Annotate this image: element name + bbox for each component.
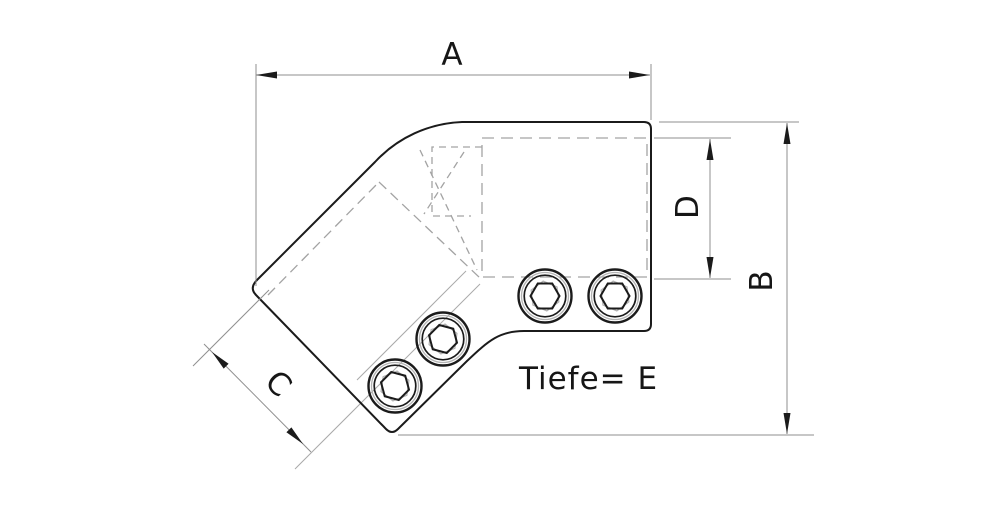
dimension-d-label: D (670, 195, 706, 219)
dimension-b: B (398, 121, 814, 436)
dimension-a-label: A (441, 37, 462, 73)
dimension-b-label: B (744, 270, 780, 291)
dimension-c-label: C (258, 364, 299, 405)
dimension-a: A (255, 37, 652, 286)
socket-screw-right-2 (587, 268, 643, 324)
dim-d-arrow-top (706, 139, 714, 160)
dimension-c: C (192, 289, 312, 453)
dim-c-arrow-upper (212, 352, 229, 369)
dim-b-arrow-top (783, 123, 791, 144)
dim-c-arrow-lower (286, 427, 303, 444)
construction-lines (294, 270, 481, 470)
drill-cone-line-2 (423, 151, 465, 215)
bore-shoulder-line (378, 181, 481, 279)
dim-b-arrow-bottom (783, 413, 791, 434)
angled-bore-extension-2 (356, 270, 467, 381)
horizontal-bore-outline (481, 137, 648, 278)
dim-d-arrow-bottom (706, 257, 714, 278)
bore-step-outline (431, 146, 482, 217)
dim-c-extension-upper (192, 289, 270, 367)
angled-bore-edge (267, 181, 380, 296)
hidden-bore-lines (267, 137, 648, 296)
part-outline (251, 121, 652, 433)
dim-a-arrow-left (256, 71, 277, 79)
dim-a-arrow-right (629, 71, 650, 79)
drill-cone-line-1 (419, 149, 478, 271)
screws (356, 268, 643, 425)
socket-screw-angled-1 (404, 300, 482, 378)
depth-note: Tiefe= E (518, 361, 658, 397)
dimension-d: D (654, 137, 731, 280)
